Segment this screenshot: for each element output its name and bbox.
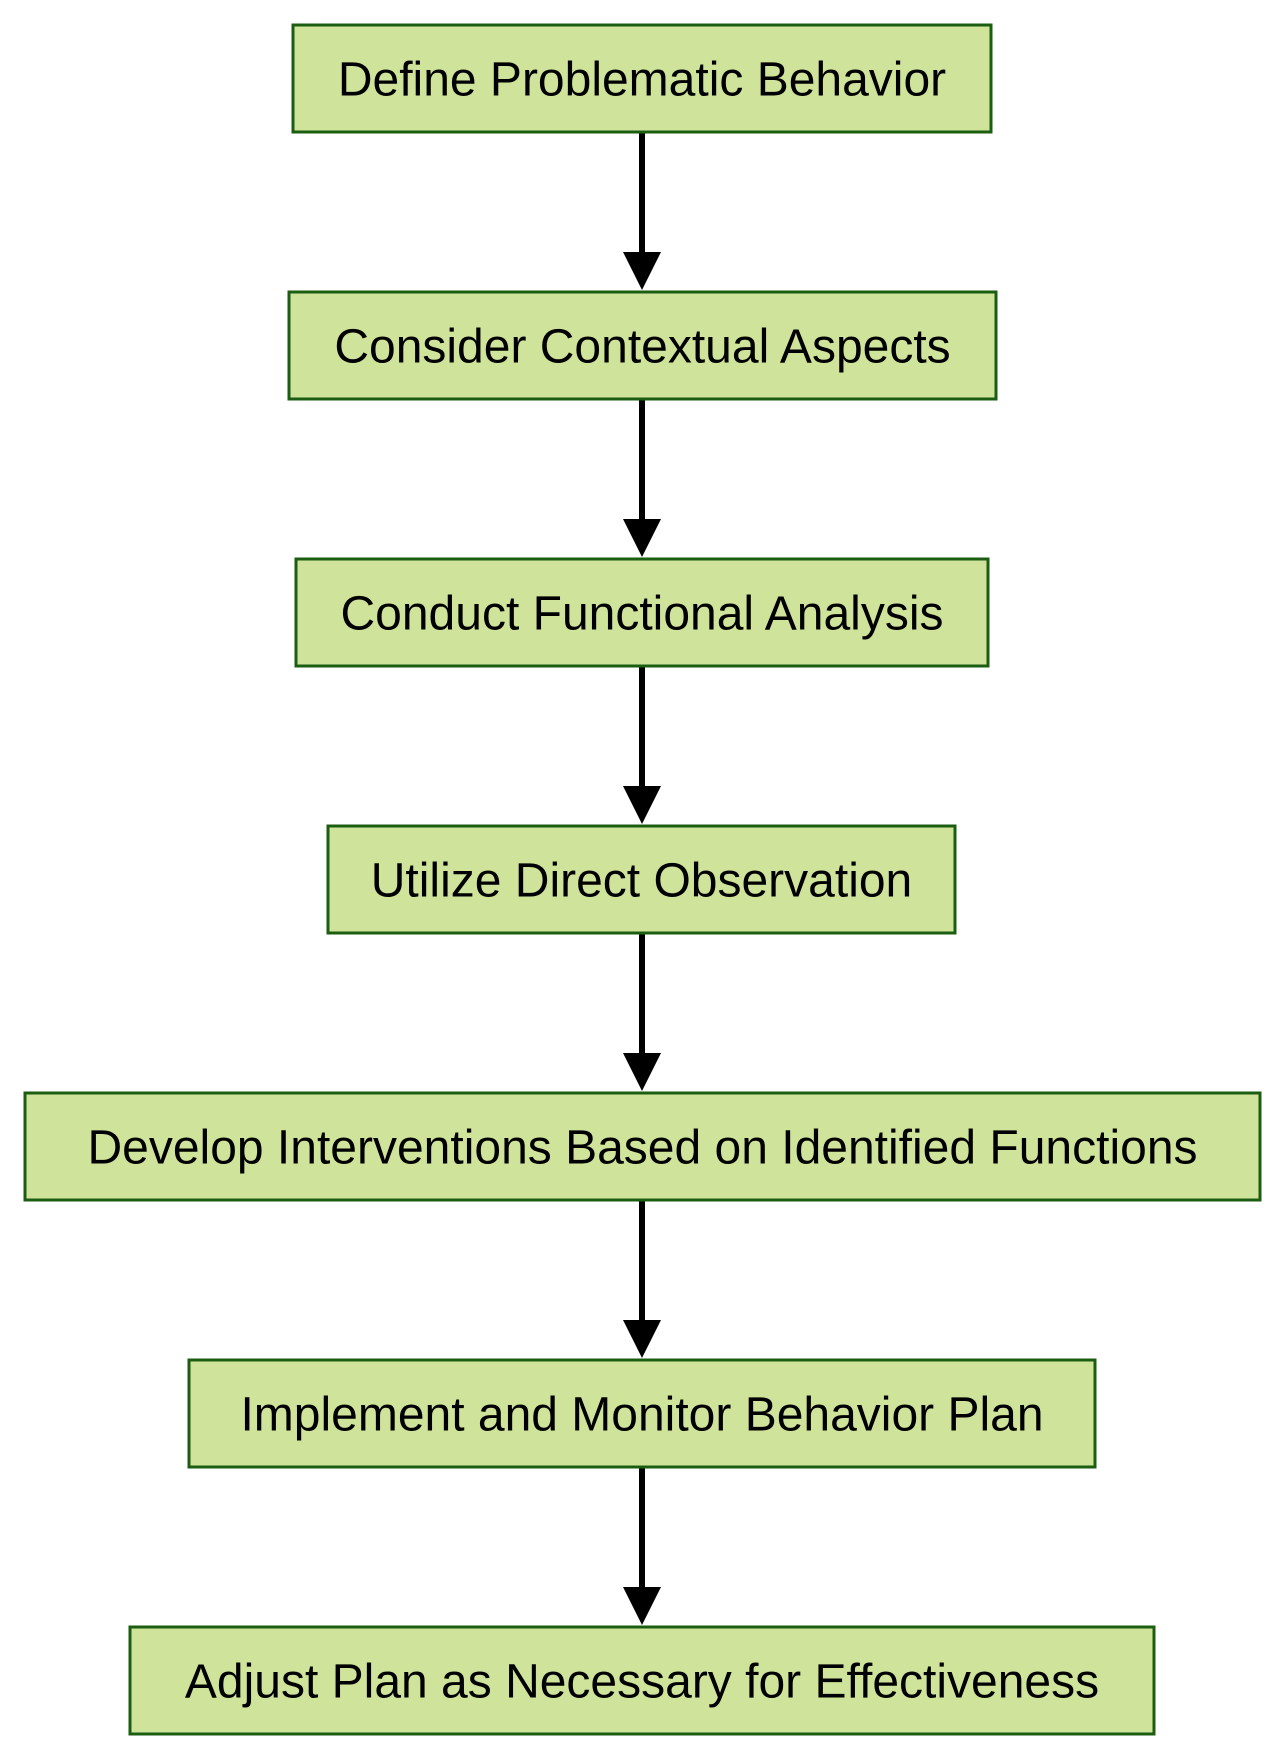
node-label: Adjust Plan as Necessary for Effectivene… bbox=[185, 1656, 1099, 1709]
node-consider: Consider Contextual Aspects bbox=[287, 290, 998, 401]
node-box bbox=[287, 290, 998, 401]
node-label: Conduct Functional Analysis bbox=[341, 588, 944, 641]
node-box bbox=[326, 824, 957, 935]
node-adjust: Adjust Plan as Necessary for Effectivene… bbox=[128, 1625, 1156, 1736]
node-label: Define Problematic Behavior bbox=[338, 54, 946, 107]
node-box bbox=[187, 1358, 1097, 1469]
arrow-head-icon bbox=[623, 1320, 661, 1358]
node-conduct: Conduct Functional Analysis bbox=[294, 557, 990, 668]
node-utilize: Utilize Direct Observation bbox=[326, 824, 957, 935]
node-label: Utilize Direct Observation bbox=[371, 855, 913, 908]
edge-consider-to-conduct bbox=[623, 399, 661, 557]
node-label: Develop Interventions Based on Identifie… bbox=[87, 1122, 1197, 1175]
edge-develop-to-implement bbox=[623, 1200, 661, 1358]
edges-layer bbox=[623, 132, 661, 1625]
node-define: Define Problematic Behavior bbox=[291, 23, 993, 134]
node-implement: Implement and Monitor Behavior Plan bbox=[187, 1358, 1097, 1469]
node-box bbox=[294, 557, 990, 668]
node-box bbox=[128, 1625, 1156, 1736]
edge-implement-to-adjust bbox=[623, 1467, 661, 1625]
edge-utilize-to-develop bbox=[623, 933, 661, 1091]
node-box bbox=[23, 1091, 1262, 1202]
arrow-head-icon bbox=[623, 252, 661, 290]
node-label: Consider Contextual Aspects bbox=[334, 321, 950, 374]
arrow-head-icon bbox=[623, 519, 661, 557]
arrow-head-icon bbox=[623, 786, 661, 824]
node-develop: Develop Interventions Based on Identifie… bbox=[23, 1091, 1262, 1202]
edge-define-to-consider bbox=[623, 132, 661, 290]
edge-conduct-to-utilize bbox=[623, 666, 661, 824]
node-box bbox=[291, 23, 993, 134]
node-label: Implement and Monitor Behavior Plan bbox=[240, 1389, 1043, 1442]
arrow-head-icon bbox=[623, 1587, 661, 1625]
arrow-head-icon bbox=[623, 1053, 661, 1091]
